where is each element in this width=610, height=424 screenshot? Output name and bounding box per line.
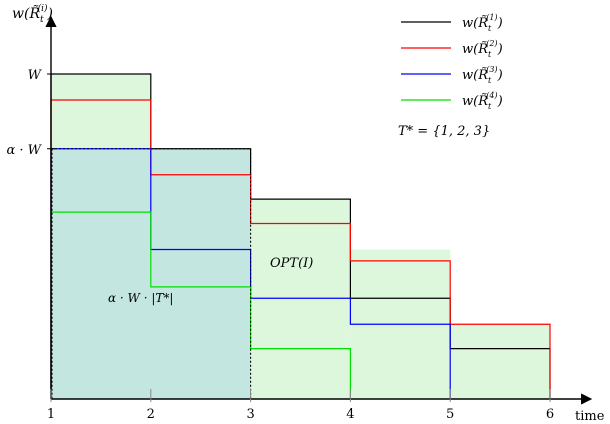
alpha-region-label: α · W · |T*|	[108, 291, 173, 305]
opt-region-label: OPT(I)	[270, 256, 313, 271]
x-tick-label-5: 5	[446, 407, 454, 422]
x-tick-label-2: 2	[147, 407, 155, 422]
set-label: T* = {1, 2, 3}	[398, 124, 490, 139]
regions-layer	[51, 74, 550, 399]
x-axis-label: time	[575, 409, 605, 424]
legend-label-4: w(R̃t(4))	[462, 91, 503, 111]
x-tick-label-1: 1	[47, 407, 55, 422]
opt-region-block-3	[250, 199, 351, 399]
opt-region-block-5	[450, 324, 550, 399]
series-line-1	[50, 73, 551, 399]
x-tick-label-6: 6	[546, 407, 554, 422]
series-line-4	[50, 211, 351, 399]
legend-label-3: w(R̃t(3))	[462, 65, 503, 85]
y-tick-label-2: α · W	[6, 143, 42, 158]
alpha-outline	[51, 148, 252, 399]
x-tick-label-3: 3	[246, 407, 254, 422]
series-line-2	[50, 99, 551, 399]
legend-label-2: w(R̃t(2))	[462, 39, 503, 59]
y-tick-label-1: W	[28, 68, 43, 83]
x-tick-label-4: 4	[346, 407, 354, 422]
y-axis-label: w(R̃t(i))	[12, 3, 53, 25]
legend: w(R̃t(1)) w(R̃t(2)) w(R̃t(3)) w(R̃t(4))	[401, 13, 503, 111]
ticks-layer: 1 2 3 4 5 6 Wα · W	[6, 68, 554, 422]
legend-label-1: w(R̃t(1))	[462, 13, 503, 33]
